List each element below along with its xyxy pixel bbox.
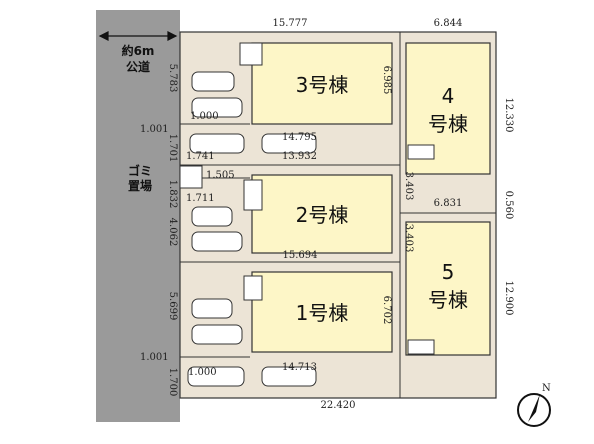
dim-1505: 1.505 [206,170,235,181]
building-3-porch [239,42,263,66]
garbage-area [179,165,203,189]
dim-3403: 3.403 [403,172,414,201]
building-5-label-line1: 5 [442,260,455,284]
car [189,133,245,154]
car [191,231,243,252]
dim-top-right: 6.844 [434,18,463,29]
public-road [96,10,180,422]
car [191,97,243,118]
building-4-label-line1: 4 [442,84,455,108]
car [191,324,243,345]
building-2-porch [243,179,263,211]
dim-4062: 4.062 [167,218,178,247]
car [191,298,233,319]
dim-1000-bot: 1.000 [188,367,217,378]
garbage-label-line2: 置場 [128,178,152,193]
building-2 [251,174,393,254]
parking-cars [187,71,317,387]
dim-lot2-bottom: 15.694 [283,250,318,261]
building-1-label: 1号棟 [296,301,349,325]
car [191,71,235,92]
building-4-label-line2: 号棟 [428,112,468,136]
building-3-label: 3号棟 [296,73,349,97]
dim-14713: 14.713 [282,362,317,373]
building-5 [405,221,491,356]
dim-3403b: 3.403 [403,224,414,253]
building-5-porch [407,339,435,355]
dim-14795: 14.795 [282,132,317,143]
building-4-porch [407,144,435,160]
dim-1700: 1.700 [167,368,178,397]
dim-1711: 1.711 [186,193,215,204]
road-width-arrow [98,31,178,41]
car [261,366,317,387]
dim-left-lot1: 5.699 [167,292,178,321]
building-5-label-line2: 号棟 [428,288,468,312]
compass-icon: N [517,383,551,427]
dim-1741: 1.741 [186,151,215,162]
dim-right-lot1: 6.702 [381,296,392,325]
car [261,133,317,154]
dim-bottom: 22.420 [321,400,356,411]
dim-right-lot3: 6.985 [381,66,392,95]
dim-1832: 1.832 [167,180,178,209]
building-3 [251,42,393,125]
dim-0560: 0.560 [503,191,514,220]
dim-1001-top: 1.001 [140,124,169,135]
compass-label: N [542,383,551,394]
car [191,206,233,227]
garbage-label-line1: ゴミ [128,163,152,178]
dim-left-lot3: 5.783 [167,64,178,93]
dim-13932: 13.932 [282,151,317,162]
dim-1701: 1.701 [167,134,178,163]
building-1 [251,271,393,353]
dim-right-lot5: 12.900 [503,281,514,316]
lot-boundaries [180,32,496,398]
dim-6831: 6.831 [434,198,463,209]
road-label-line2: 公道 [126,59,150,74]
dim-top-left: 15.777 [273,18,308,29]
dim-1001-bot: 1.001 [140,352,169,363]
building-2-label: 2号棟 [296,203,349,227]
dim-1000-top: 1.000 [190,111,219,122]
car [187,366,245,387]
building-1-porch [243,275,263,301]
dim-right-lot4: 12.330 [503,98,514,133]
road-label-line1: 約6m [122,43,155,58]
